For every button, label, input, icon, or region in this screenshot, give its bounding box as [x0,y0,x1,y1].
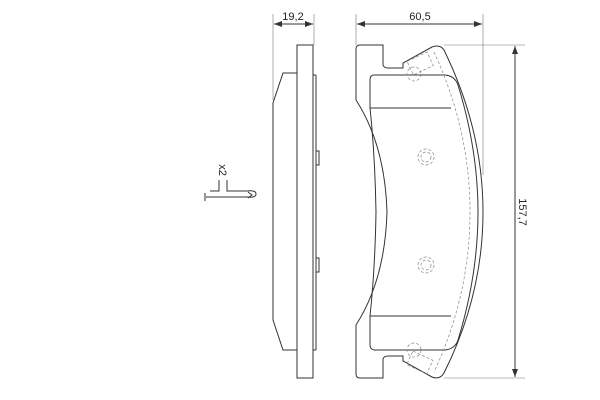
thickness-label: 19,2 [282,11,303,23]
front-view [355,44,484,379]
friction-pad-front [369,74,479,351]
side-view [272,44,320,379]
pin-hole [417,256,435,274]
shim-tab [315,257,320,273]
backing-plate-side [296,44,314,379]
pin-hole [417,148,435,166]
quantity-label: x2 [216,164,228,176]
backing-plate-front [355,44,484,379]
shim-tab [315,150,320,166]
width-dimension: 60,5 [355,11,484,175]
length-label: 157,7 [516,198,528,226]
spring-clip-icon: x2 [204,164,257,201]
thickness-dimension: 19,2 [272,11,315,100]
friction-material-side [272,72,297,351]
length-dimension: 157,7 [444,44,528,379]
width-label: 60,5 [409,11,430,23]
